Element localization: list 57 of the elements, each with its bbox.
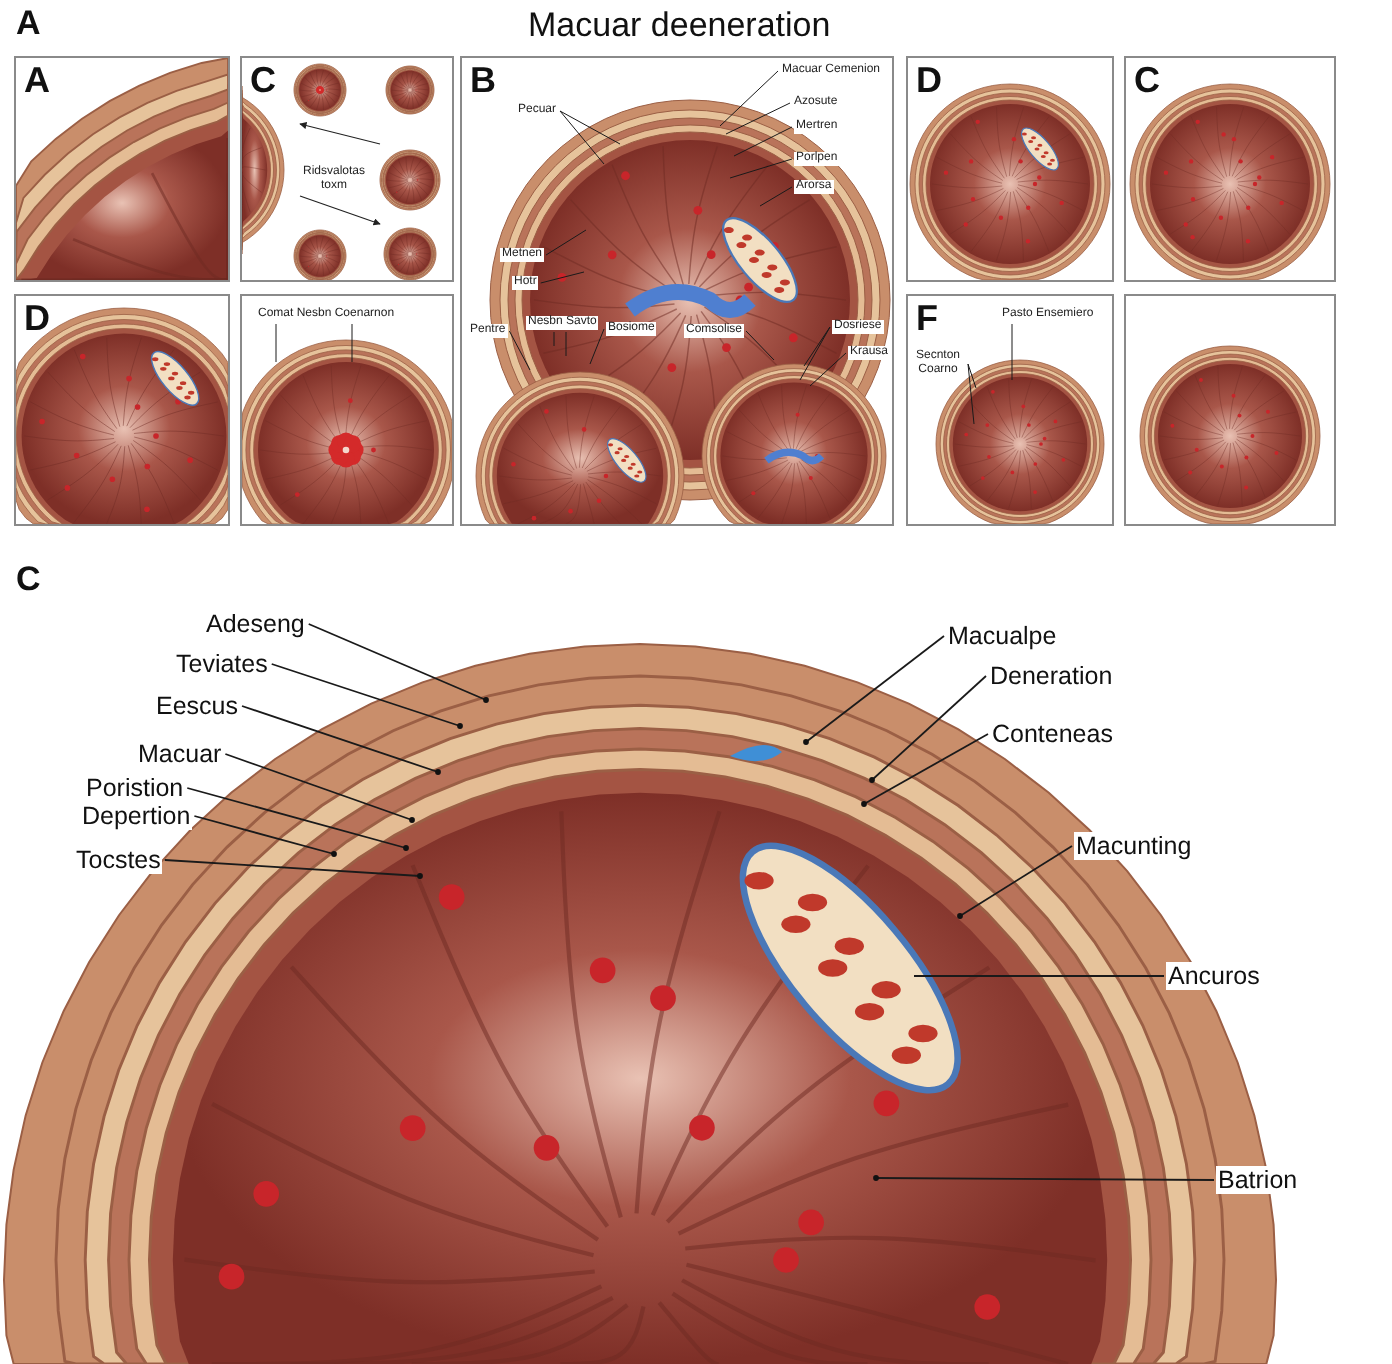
leader-line: [957, 845, 1073, 919]
leader-line: [163, 859, 423, 879]
leader-line: [307, 623, 489, 703]
leader-line: [589, 328, 605, 365]
callout-label: Batrion: [1216, 1166, 1300, 1194]
callout-label: Teviates: [174, 650, 270, 678]
leader-line: [809, 352, 847, 387]
leader-line: [559, 110, 621, 145]
panel-letter: C: [1134, 60, 1160, 100]
leader-line: [270, 663, 463, 729]
leader-line: [729, 158, 793, 179]
callout-label: Tocstes: [74, 846, 163, 874]
panel-letter: C: [16, 560, 41, 600]
diagram-title: Macuar deeneration: [528, 6, 831, 46]
callout-label: Conteneas: [990, 720, 1115, 748]
panel-letter: B: [470, 60, 496, 100]
leader-line: [275, 323, 277, 363]
leader-line: [565, 331, 567, 357]
panel-letter: A: [24, 60, 50, 100]
leader-line: [803, 635, 945, 745]
callout-label: Macuar: [136, 740, 224, 768]
panel-letter: D: [24, 298, 50, 338]
leader-line: [803, 326, 831, 367]
panel-letter: C: [250, 60, 276, 100]
leader-line: [719, 70, 779, 127]
leader-line: [861, 733, 989, 807]
leader-line: [745, 330, 775, 361]
leader-line: [799, 326, 831, 381]
leader-line: [759, 186, 793, 207]
leader-line: [540, 271, 585, 284]
panel-letter: D: [916, 60, 942, 100]
leader-line: [913, 975, 1165, 977]
callout-label: Macunting: [1074, 832, 1194, 860]
leader-line: [241, 705, 441, 775]
leader-line: [967, 363, 975, 425]
leader-line: [869, 675, 987, 783]
callout-label: Macualpe: [946, 622, 1059, 650]
leader-line: [193, 815, 337, 857]
panel-letter: A: [16, 4, 41, 44]
callout-label: Ancuros: [1166, 962, 1262, 990]
leader-line: [508, 330, 531, 371]
leader-line: [1011, 323, 1013, 381]
callout-label: Eescus: [154, 692, 240, 720]
leader-line: [725, 102, 791, 135]
leader-line: [224, 753, 415, 823]
leader-line: [351, 323, 353, 363]
callout-label: Adeseng: [204, 610, 307, 638]
leader-line: [186, 787, 409, 851]
callout-label: Depertion: [80, 802, 193, 830]
leader-line: [545, 229, 587, 256]
leader-line: [733, 126, 793, 157]
panel-letter: F: [916, 298, 938, 338]
callout-label: Deneration: [988, 662, 1115, 690]
callout-label: Poristion: [84, 774, 186, 802]
leader-line: [967, 363, 977, 389]
leader-line: [553, 331, 555, 347]
leader-line: [559, 110, 605, 165]
